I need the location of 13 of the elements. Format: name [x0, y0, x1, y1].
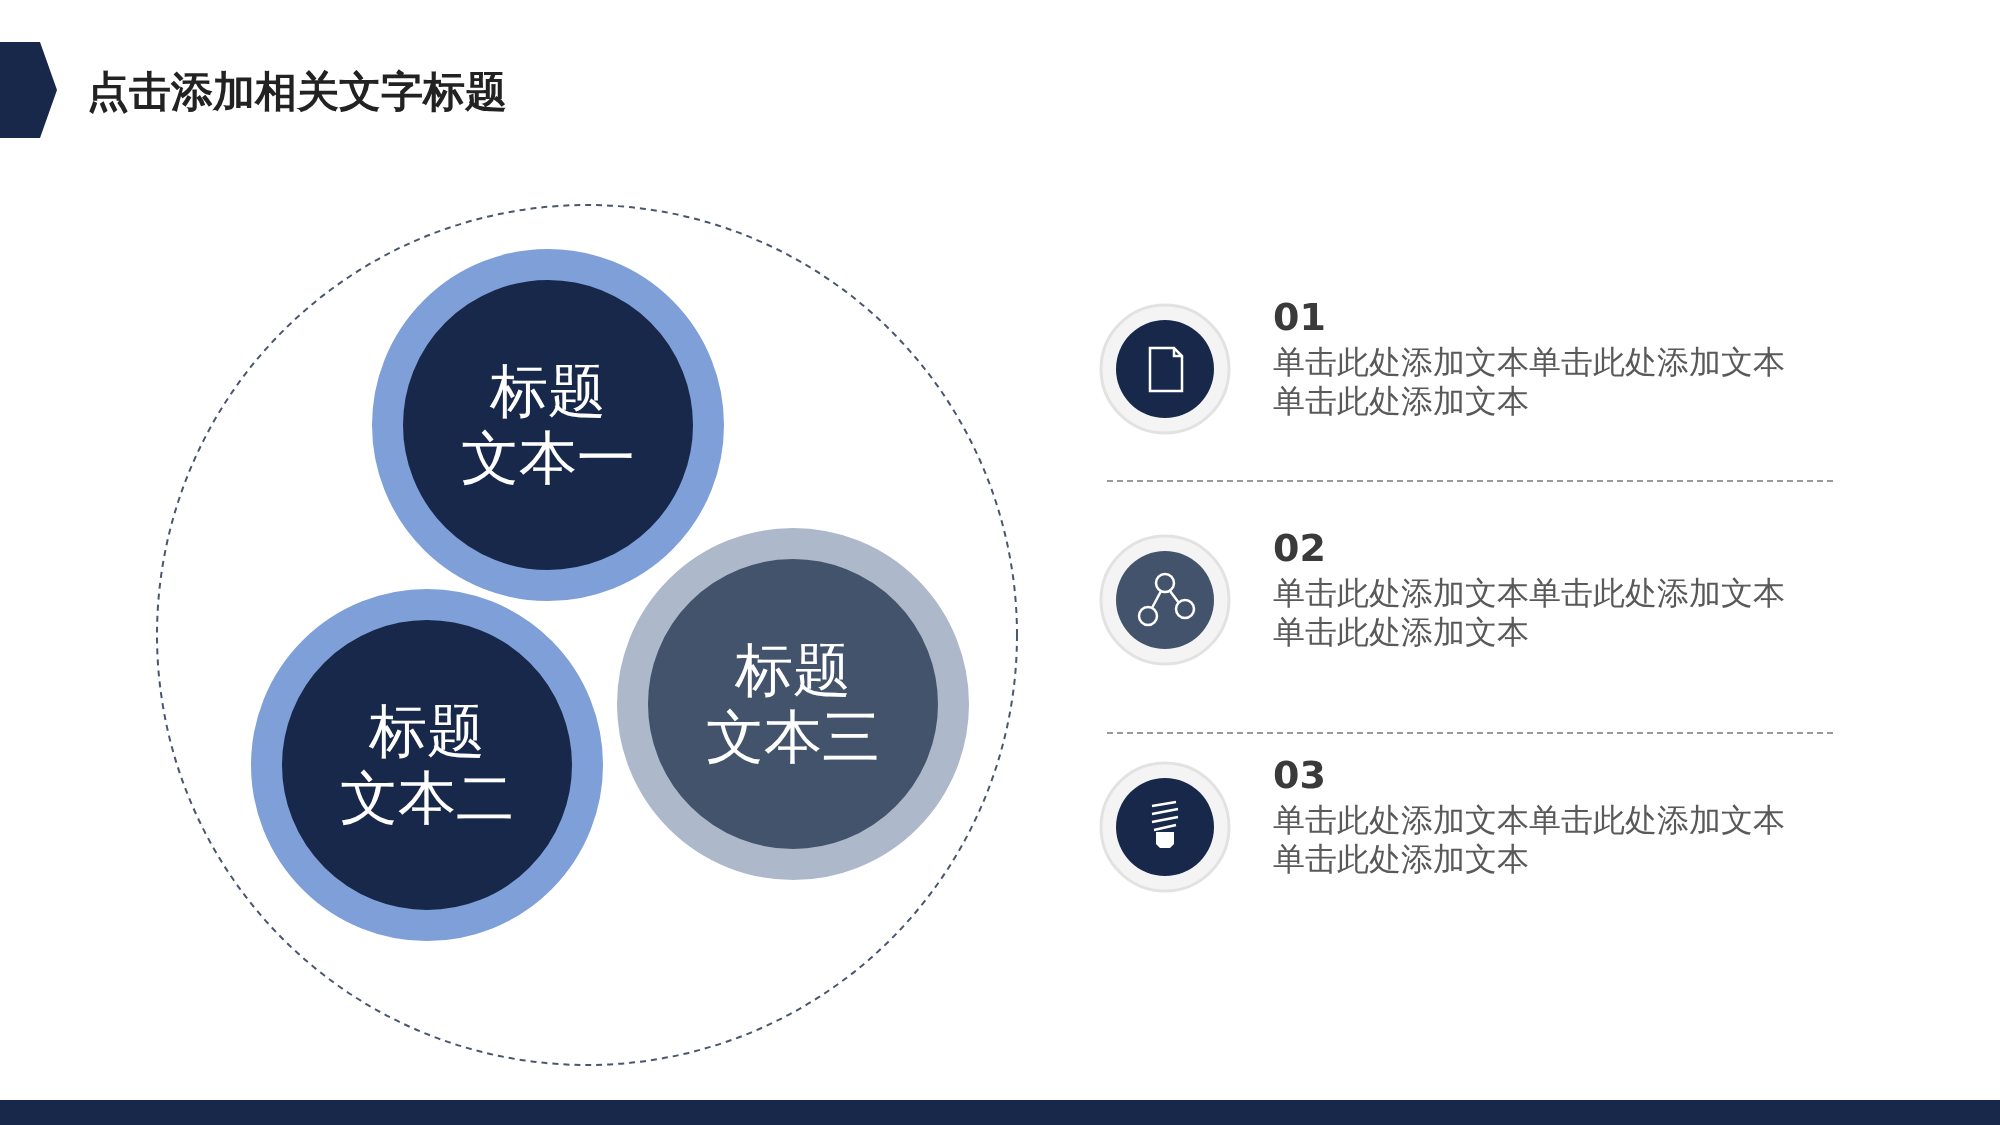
circle-text: 标题	[490, 358, 606, 425]
item-number: 01	[1273, 297, 1326, 339]
circle-text: 标题	[735, 637, 851, 704]
item-text: 单击此处添加文本单击此处添加文本单击此处添加文本	[1273, 574, 1786, 653]
item-number: 02	[1273, 528, 1326, 570]
title: 点击添加相关文字标题	[87, 66, 507, 118]
circle-text: 文本一	[461, 425, 635, 492]
item-text: 单击此处添加文本单击此处添加文本单击此处添加文本	[1273, 343, 1786, 422]
circle-text: 标题	[369, 698, 485, 765]
circle-text: 文本二	[340, 765, 514, 832]
item-text: 单击此处添加文本单击此处添加文本单击此处添加文本	[1273, 801, 1786, 880]
item-number: 03	[1273, 755, 1326, 797]
circle-text: 文本三	[706, 704, 880, 771]
